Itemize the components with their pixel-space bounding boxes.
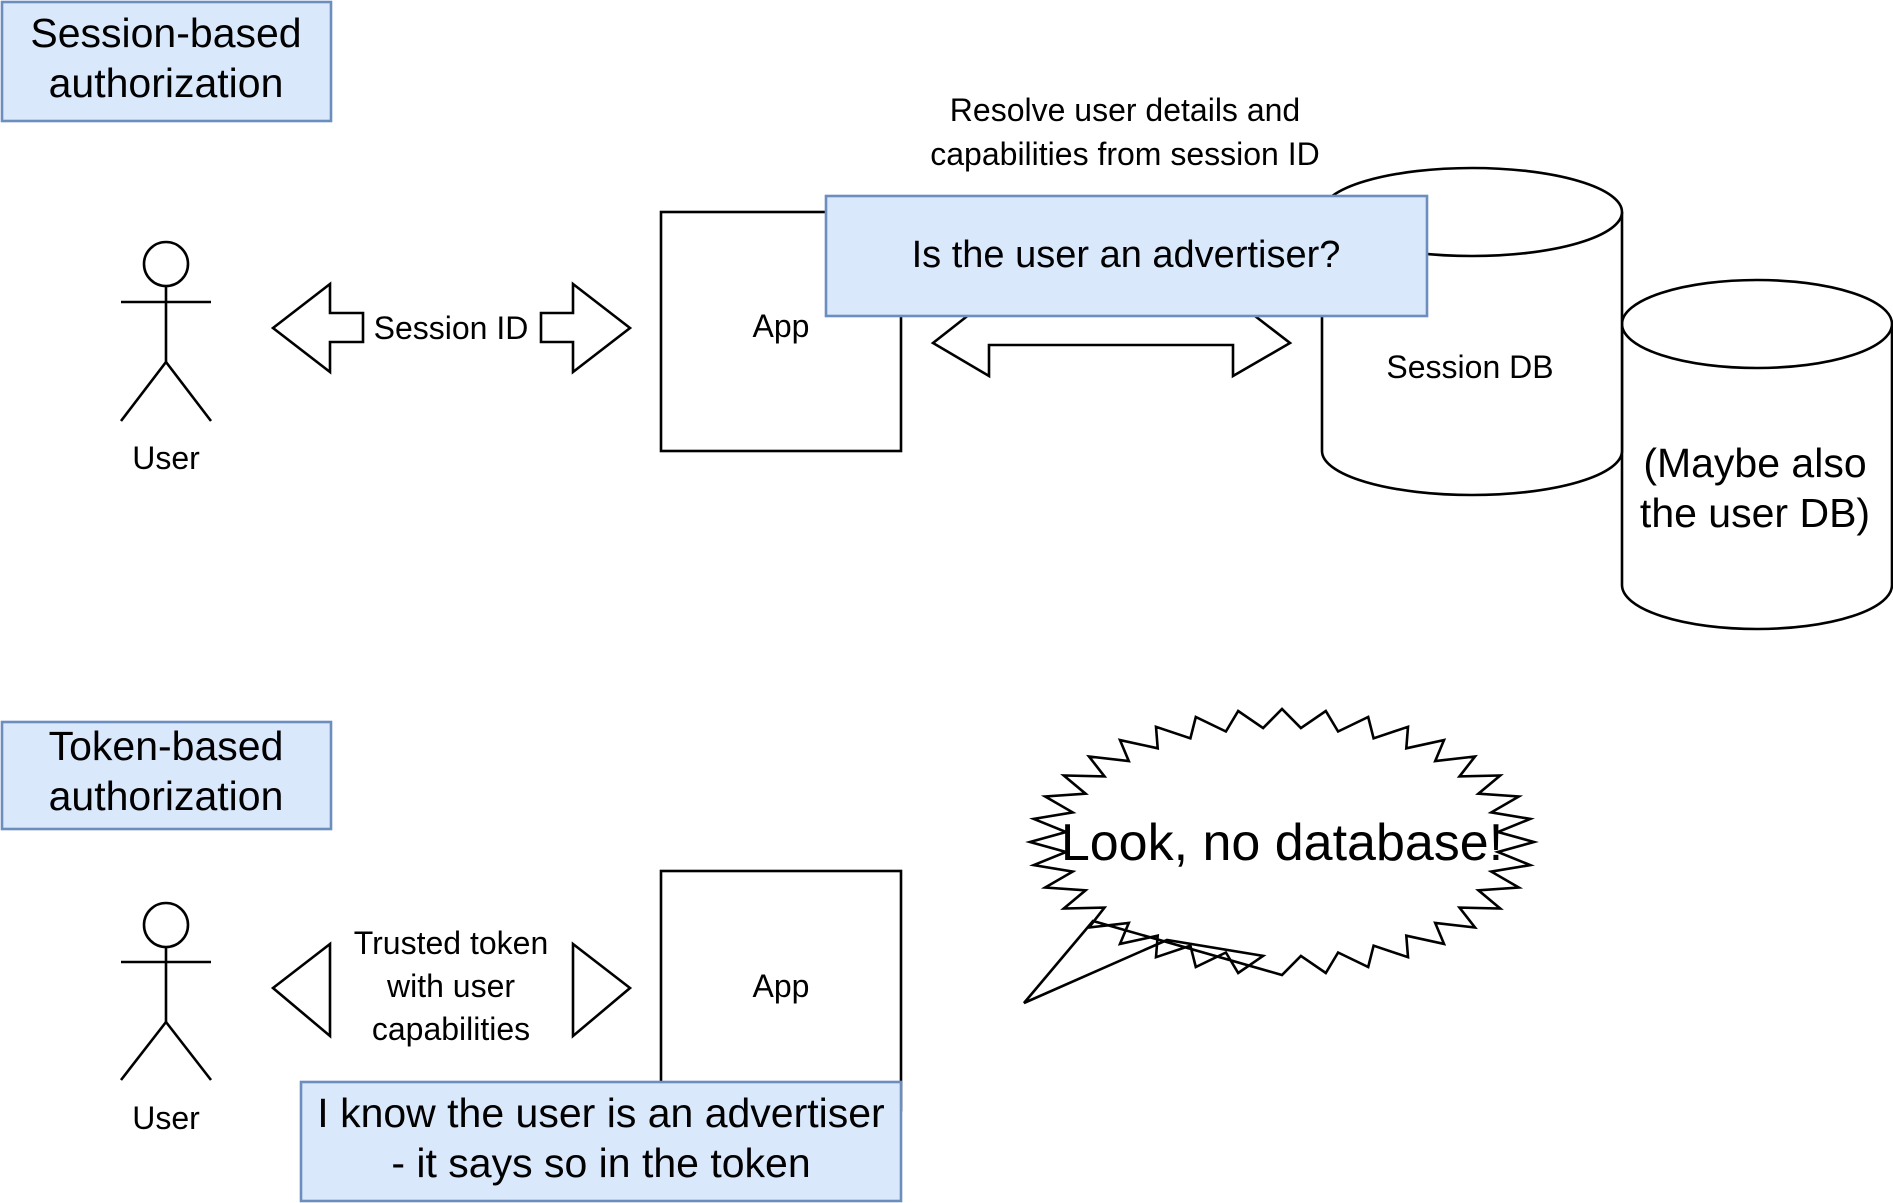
speech-burst-icon <box>1023 707 1539 1005</box>
advertiser-question: Is the user an advertiser? <box>912 234 1341 276</box>
user-db-cylinder: (Maybe also the user DB) <box>1620 278 1893 631</box>
token-label-line-2: with user <box>386 968 515 1004</box>
token-statement-line-2: - it says so in the token <box>391 1140 810 1186</box>
token-title-line-1: Token-based <box>49 723 284 769</box>
resolve-note: Resolve user details and capabilities fr… <box>930 92 1319 172</box>
token-title-line-2: authorization <box>49 773 284 819</box>
session-id-label: Session ID <box>374 310 529 346</box>
token-app-label: App <box>753 968 810 1004</box>
left-arrow-icon <box>270 941 332 1039</box>
user-icon <box>142 240 190 288</box>
token-user-label: User <box>132 1100 200 1136</box>
session-app-label: App <box>753 308 810 344</box>
token-user-actor: User <box>119 901 213 1136</box>
left-arrow-icon <box>270 281 365 375</box>
session-title-line-2: authorization <box>49 60 284 106</box>
token-double-arrow: Trusted token with user capabilities <box>270 925 633 1047</box>
user-icon <box>142 901 190 949</box>
user-db-label-line-1: (Maybe also <box>1643 440 1866 486</box>
session-title-box: Session-based authorization <box>0 0 333 123</box>
right-arrow-icon <box>539 281 633 375</box>
session-title-line-1: Session-based <box>30 10 301 56</box>
token-statement-box: I know the user is an advertiser - it sa… <box>299 1080 903 1203</box>
session-db-label: Session DB <box>1386 349 1553 385</box>
user-db-label-line-2: the user DB) <box>1640 490 1870 536</box>
token-label-line-1: Trusted token <box>354 925 548 961</box>
session-user-label: User <box>132 440 200 476</box>
token-app-box: App <box>659 869 903 1112</box>
token-title-box: Token-based authorization <box>0 720 333 831</box>
resolve-note-line-2: capabilities from session ID <box>930 136 1319 172</box>
no-database-callout: Look, no database! <box>1023 707 1539 1005</box>
token-label-line-3: capabilities <box>372 1011 530 1047</box>
advertiser-question-box: Is the user an advertiser? <box>824 194 1429 318</box>
session-id-double-arrow: Session ID <box>270 281 633 375</box>
session-user-actor: User <box>119 240 213 476</box>
right-arrow-icon <box>571 941 633 1039</box>
token-statement-line-1: I know the user is an advertiser <box>317 1090 884 1136</box>
no-database-callout-text: Look, no database! <box>1061 814 1503 872</box>
resolve-note-line-1: Resolve user details and <box>950 92 1300 128</box>
